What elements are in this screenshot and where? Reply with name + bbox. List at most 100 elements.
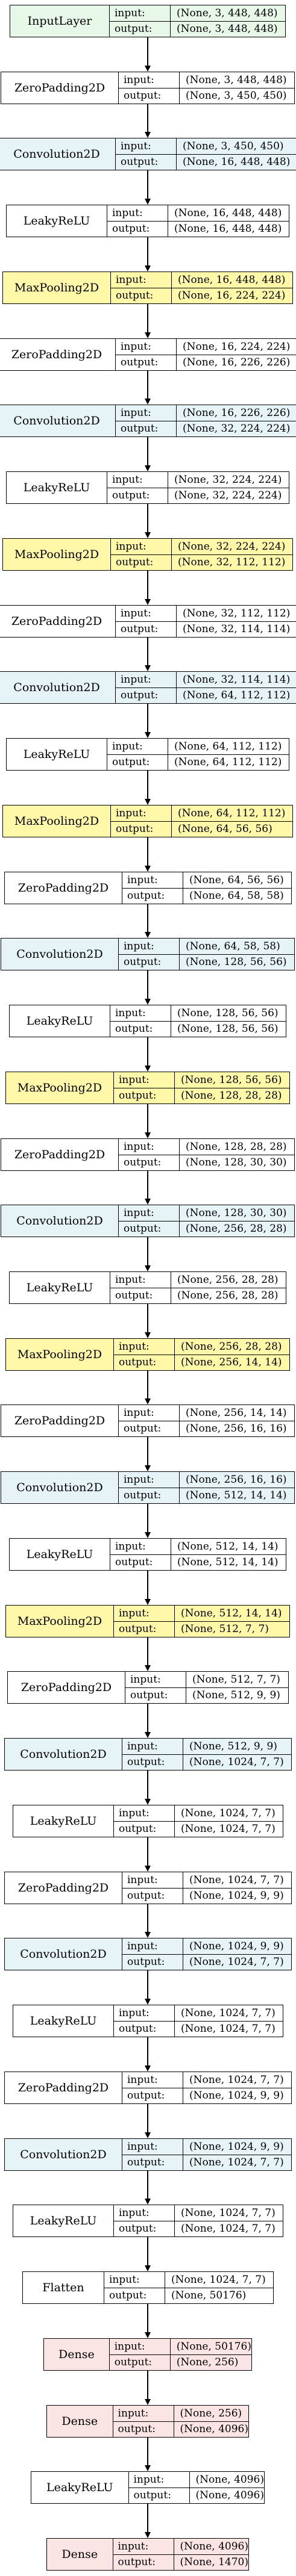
layer-input-label: input: xyxy=(122,872,183,888)
layer-output-shape: (None, 50176) xyxy=(171,2289,247,2302)
layer-input-shape: (None, 512, 14, 14) xyxy=(181,1607,282,1619)
arrowhead-icon xyxy=(145,1799,151,1805)
layer-input-label: input: xyxy=(113,2406,174,2421)
layer-input-shape: (None, 64, 56, 56) xyxy=(189,874,284,886)
layer-name: MaxPooling2D xyxy=(3,539,111,570)
layer-output-label: output: xyxy=(119,1488,180,1503)
layer-name: ZeroPadding2D xyxy=(1,72,119,104)
layer-input-row: input:(None, 1024, 7, 7) xyxy=(104,2272,273,2288)
layer-output-shape: (None, 1024, 7, 7) xyxy=(189,1956,284,1969)
layer-output-row: output:(None, 128, 56, 56) xyxy=(119,954,294,970)
layer-output-row: output:(None, 512, 7, 7) xyxy=(114,1621,289,1637)
layer-name: ZeroPadding2D xyxy=(0,606,116,637)
layer-output-shape: (None, 256, 28, 28) xyxy=(177,1290,279,1302)
layer-output-label: output: xyxy=(113,2554,174,2570)
layer-io-table: input:(None, 1024, 7, 7)output:(None, 10… xyxy=(114,2205,283,2236)
layer-io-table: input:(None, 256, 28, 28)output:(None, 2… xyxy=(114,1339,289,1370)
layer-output-shape: (None, 64, 112, 112) xyxy=(183,689,291,702)
layer-input-shape: (None, 16, 448, 448) xyxy=(178,273,286,286)
layer-output-shape: (None, 128, 28, 28) xyxy=(181,1090,282,1102)
layer-output-shape: (None, 16, 448, 448) xyxy=(174,223,282,235)
arrowhead-icon xyxy=(145,799,151,805)
layer-output-row: output:(None, 64, 112, 112) xyxy=(116,687,296,703)
layer-input-shape: (None, 1024, 9, 9) xyxy=(189,1940,284,1952)
layer-name: ZeroPadding2D xyxy=(5,2072,122,2103)
layer-output-row: output:(None, 1470) xyxy=(113,2554,248,2570)
layer-output-row: output:(None, 1024, 9, 9) xyxy=(122,2087,291,2103)
layer-output-row: output:(None, 256, 14, 14) xyxy=(114,1354,289,1370)
layer-input-label: input: xyxy=(116,606,177,621)
layer-input-shape: (None, 128, 56, 56) xyxy=(177,1007,279,1019)
arrowhead-icon xyxy=(145,2132,151,2138)
arrowhead-icon xyxy=(145,532,151,538)
layer-input-shape: (None, 1024, 7, 7) xyxy=(181,2006,276,2019)
arrowhead-icon xyxy=(145,1665,151,1671)
layer-output-shape: (None, 1024, 7, 7) xyxy=(189,1756,284,1769)
layer-input-row: input:(None, 512, 9, 9) xyxy=(122,1739,291,1754)
layer-output-label: output: xyxy=(110,1554,171,1570)
layer-input-shape: (None, 32, 114, 114) xyxy=(183,673,291,686)
layer-output-shape: (None, 128, 30, 30) xyxy=(186,1156,287,1169)
layer-input-row: input: (None, 16, 448, 448) xyxy=(111,272,292,288)
layer-output-label: output: xyxy=(119,954,180,970)
layer-input-label: input: xyxy=(116,405,177,421)
layer-input-row: input:(None, 16, 226, 226) xyxy=(116,405,296,421)
layer-output-label: output: xyxy=(119,1421,180,1436)
layer-name: ZeroPadding2D xyxy=(1,1405,119,1436)
layer-output-shape: (None, 16, 226, 226) xyxy=(183,356,291,369)
layer-output-label: output: xyxy=(111,821,172,837)
layer-input-label: input: xyxy=(111,272,172,288)
layer-name: Convolution2D xyxy=(5,1938,122,1970)
layer-name: MaxPooling2D xyxy=(3,272,111,303)
layer-input-shape: (None, 256, 14, 14) xyxy=(186,1406,287,1419)
layer-output-row: output:(None, 32, 224, 224) xyxy=(116,420,296,436)
layer-output-label: output: xyxy=(110,21,171,37)
layer-output-shape: (None, 32, 224, 224) xyxy=(183,423,291,435)
layer-output-label: output: xyxy=(111,554,172,570)
layer-io-table: input:(None, 4096)output:(None, 4096) xyxy=(128,2472,264,2503)
layer-input-row: input: (None, 64, 56, 56) xyxy=(122,872,291,888)
layer-input-row: input:(None, 32, 112, 112) xyxy=(116,606,296,621)
layer-output-row: output:(None, 1024, 7, 7) xyxy=(114,2020,283,2037)
layer-output-label: output: xyxy=(119,1221,180,1237)
layer-input-shape: (None, 16, 224, 224) xyxy=(183,340,291,353)
layer-input-row: input:(None, 64, 112, 112) xyxy=(107,739,289,754)
layer-input-row: input:(None, 512, 7, 7) xyxy=(125,1672,288,1687)
arrowhead-icon xyxy=(145,1332,151,1338)
arrowhead-icon xyxy=(145,866,151,872)
layer-input-shape: (None, 3, 448, 448) xyxy=(186,73,287,86)
layer-input-label: input: xyxy=(114,1072,175,1088)
arrowhead-icon xyxy=(145,599,151,605)
layer-name: LeakyReLU xyxy=(10,1539,110,1570)
layer-input-label: input: xyxy=(104,2272,165,2288)
layer-input-shape: (None, 1024, 7, 7) xyxy=(189,2073,284,2086)
layer-io-table: input:(None, 1024, 7, 7)output:(None, 10… xyxy=(122,1872,291,1904)
layer-io-table: input:(None, 64, 112, 112)output:(None, … xyxy=(107,739,289,770)
layer-output-row: output: (None, 1024, 7, 7) xyxy=(122,1954,291,1970)
layer-io-table: input:(None, 16, 226, 226)output:(None, … xyxy=(116,405,296,436)
layer-io-table: input:(None, 3, 450, 450)output:(None, 1… xyxy=(116,138,296,170)
layer-output-row: output:(None, 4096) xyxy=(113,2421,248,2437)
layer-name: Dense xyxy=(47,2539,113,2570)
layer-input-row: input:(None, 3, 448, 448) xyxy=(119,72,294,88)
layer-output-label: output: xyxy=(104,2288,165,2303)
layer-output-label: output: xyxy=(122,1954,183,1970)
layer-io-table: input:(None, 1024, 9, 9)output:(None, 10… xyxy=(122,2139,291,2170)
layer-name: Dense xyxy=(47,2406,113,2437)
layer-output-row: output:(None, 128, 56, 56) xyxy=(110,1020,286,1037)
arrowhead-icon xyxy=(145,399,151,405)
layer-output-row: output:(None, 256, 28, 28) xyxy=(110,1287,286,1303)
arrowhead-icon xyxy=(145,2332,151,2338)
arrowhead-icon xyxy=(145,332,151,338)
